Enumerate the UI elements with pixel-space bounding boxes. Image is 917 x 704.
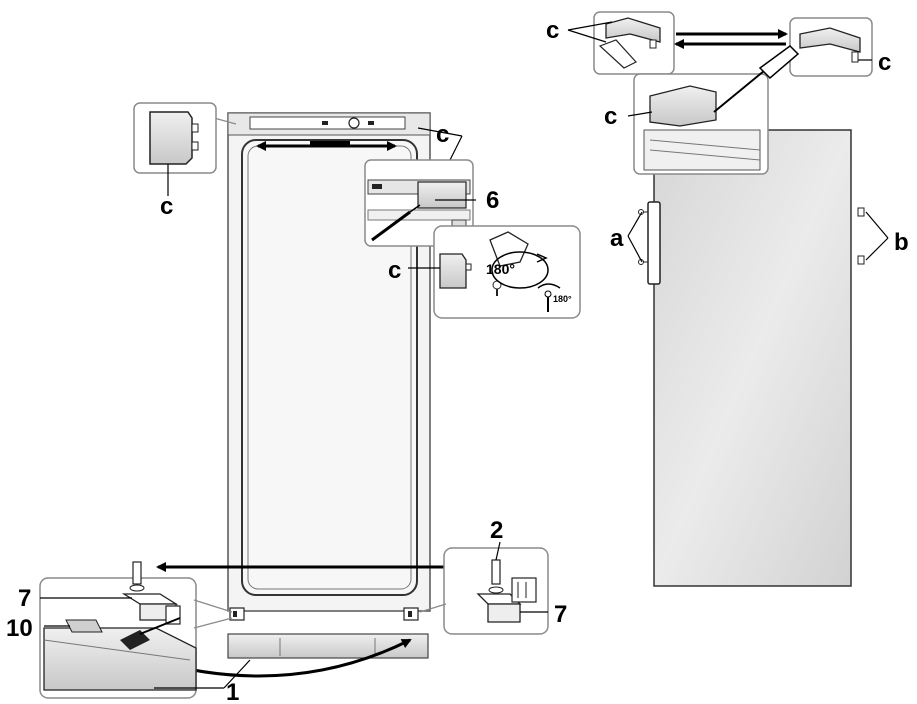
- label-group: c c c c c 6 c 180° 180° a b 2 7 7 10 1: [6, 17, 909, 704]
- top-move-arrow: [256, 141, 397, 151]
- label-c-top-right-cap: c: [878, 49, 891, 76]
- label-c-door-cap: c: [604, 103, 617, 130]
- label-1: 1: [226, 679, 239, 704]
- label-2: 2: [490, 517, 503, 544]
- label-7-right: 7: [554, 601, 567, 628]
- door-panel: [638, 129, 865, 587]
- label-7-left: 7: [18, 585, 31, 612]
- callout-door-cap-left: [593, 11, 675, 75]
- label-10: 10: [6, 615, 33, 642]
- label-6: 6: [486, 187, 499, 214]
- cap-swap-arrow: [674, 29, 788, 49]
- leader-lines: [40, 21, 889, 689]
- label-rot-180-small: 180°: [553, 294, 572, 304]
- callout-rotate-180: [433, 225, 581, 319]
- callout-door-cap-removal: [633, 45, 800, 175]
- label-c-left-cover: c: [160, 193, 173, 220]
- label-c-fridge-top: c: [436, 121, 449, 148]
- callout-bottom-left-hinge: [39, 561, 233, 699]
- callout-top-left-cover: [133, 102, 237, 196]
- label-c-rotate: c: [388, 257, 401, 284]
- label-rot-180-large: 180°: [486, 261, 515, 277]
- label-a: a: [610, 225, 624, 252]
- label-c-top-left-cap: c: [546, 17, 559, 44]
- label-b: b: [894, 229, 909, 256]
- callout-door-cap-right: [789, 17, 873, 77]
- callout-bottom-right-hinge: [419, 547, 549, 635]
- callout-cover-removal: [364, 127, 476, 247]
